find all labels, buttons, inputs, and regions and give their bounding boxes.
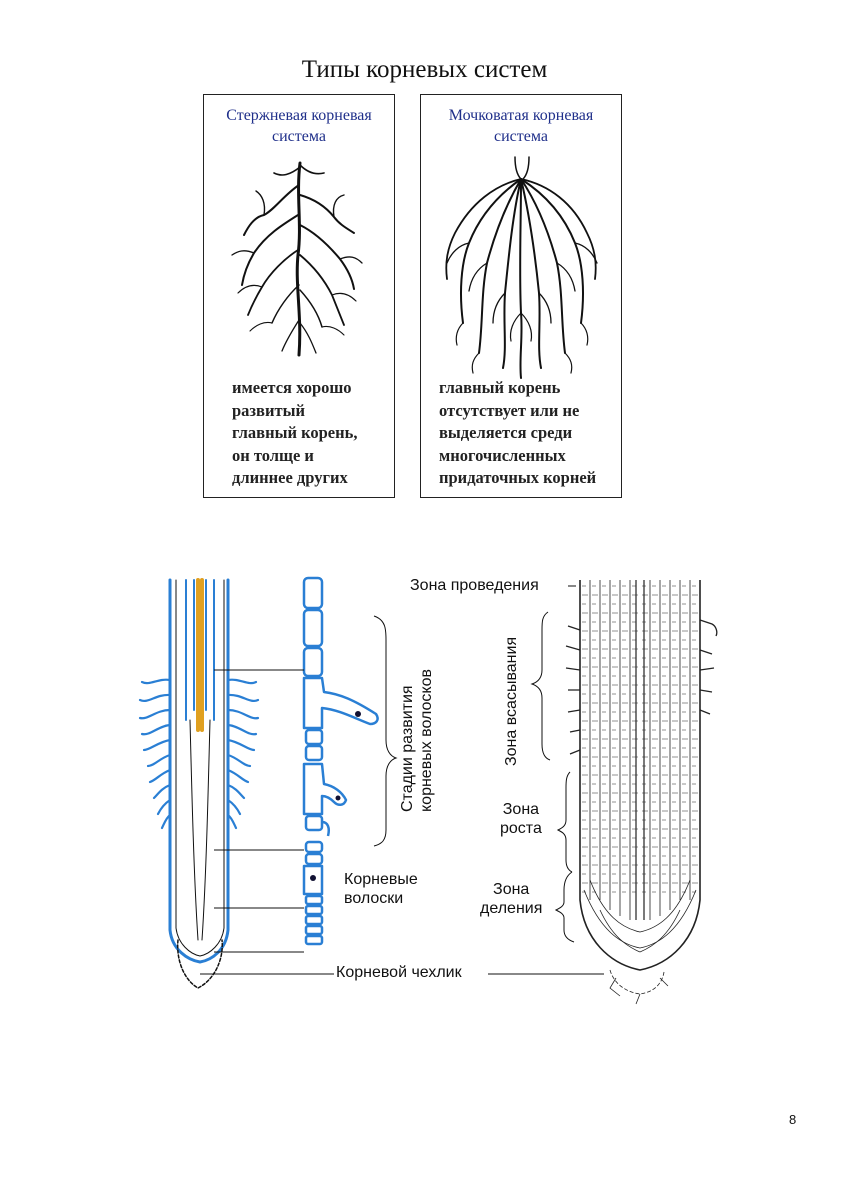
zone-division-line2: деления xyxy=(480,900,543,917)
fibrous-system-panel: Мочковатая корневая система главный коре… xyxy=(420,94,622,498)
taproot-description: имеется хорошо развитый главный корень, … xyxy=(232,377,388,490)
root-hairs-label: Корневые волоски xyxy=(344,870,418,908)
stages-label-line2: корневых волосков xyxy=(418,668,435,812)
taproot-title-line2: система xyxy=(272,128,326,145)
page-title: Типы корневых систем xyxy=(301,56,548,83)
zone-division-line1: Зона xyxy=(493,881,530,898)
fibrous-desc-line: выделяется среди xyxy=(439,423,573,442)
root-hairs-line2: волоски xyxy=(344,890,404,907)
page-number: 8 xyxy=(789,1112,797,1127)
fibrous-desc-line: главный корень xyxy=(439,378,561,397)
fibrous-title-line1: Мочковатая корневая xyxy=(448,107,594,124)
zone-growth-line2: роста xyxy=(500,820,542,837)
taproot-desc-line: он толще и xyxy=(232,445,314,465)
zone-growth-label: Зона роста xyxy=(500,800,542,838)
zone-growth-line1: Зона xyxy=(502,801,540,818)
root-hairs-line1: Корневые xyxy=(344,871,418,888)
taproot-title-line1: Стержневая корневая xyxy=(226,107,372,124)
zone-conduction-label: Зона проведения xyxy=(410,577,539,594)
zone-absorption-label: Зона всасывания xyxy=(503,636,520,766)
fibrous-description: главный корень отсутствует или не выделя… xyxy=(439,377,615,490)
stages-label: Стадии развития корневых волосков xyxy=(398,669,436,812)
root-tip-illustration xyxy=(138,576,718,1005)
root-cap-label: Корневой чехлик xyxy=(336,964,462,981)
taproot-desc-line: развитый xyxy=(232,400,305,420)
stages-label-line1: Стадии развития xyxy=(399,685,416,812)
fibrous-desc-line: отсутствует или не xyxy=(439,400,580,420)
fibrous-desc-line: многочисленных xyxy=(439,445,566,465)
fibrous-panel-title: Мочковатая корневая система xyxy=(421,105,621,147)
fibrous-desc-line: придаточных корней xyxy=(439,468,597,487)
taproot-illustration xyxy=(231,161,363,357)
fibrous-title-line2: система xyxy=(494,128,548,145)
taproot-desc-line: длиннее других xyxy=(232,468,348,487)
fibrous-illustration xyxy=(445,156,598,379)
zone-division-label: Зона деления xyxy=(480,880,542,918)
taproot-desc-line: имеется хорошо xyxy=(232,378,352,397)
taproot-desc-line: главный корень, xyxy=(232,423,358,442)
taproot-system-panel: Стержневая корневая система имеется хоро… xyxy=(203,94,395,498)
taproot-panel-title: Стержневая корневая система xyxy=(204,105,394,147)
